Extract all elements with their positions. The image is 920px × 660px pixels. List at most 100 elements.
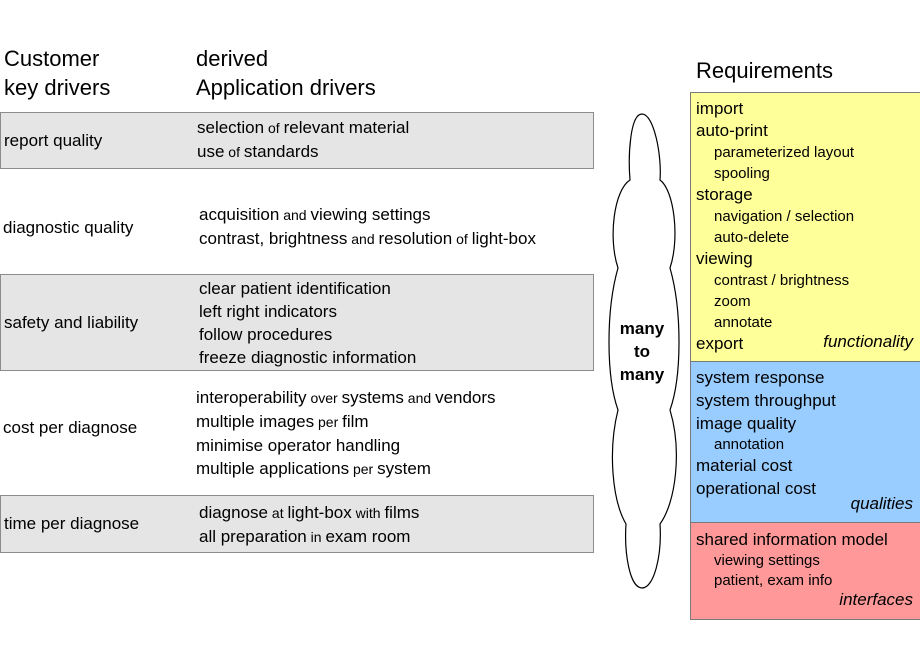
requirement-item: operational cost — [696, 479, 817, 498]
customer-driver-label: diagnostic quality — [3, 218, 134, 237]
driver-term: left right indicators — [199, 302, 337, 321]
driver-term: use — [197, 142, 225, 161]
functionality-category-label: functionality — [823, 332, 913, 351]
application-driver-line: follow procedures — [199, 323, 416, 346]
driver-term: systems — [341, 388, 404, 407]
driver-term: standards — [243, 142, 319, 161]
application-driver-line: freeze diagnostic information — [199, 346, 416, 369]
customer-driver-label: safety and liability — [4, 312, 139, 332]
requirement-item: image quality — [696, 414, 797, 433]
connector-word: with — [351, 505, 385, 521]
application-driver-line: clear patient identification — [199, 277, 416, 300]
requirement-subitem: viewing settings — [714, 552, 820, 569]
driver-term: viewing settings — [310, 205, 431, 224]
requirement-subitem: annotate — [714, 314, 773, 331]
requirement-items: import auto-print parameterized layout spoo… — [696, 98, 854, 355]
requirement-item: system response — [696, 368, 825, 387]
driver-term: selection — [197, 118, 265, 137]
interfaces-category-label: interfaces — [839, 590, 913, 609]
application-drivers-list: clear patient identification left right i… — [199, 277, 416, 369]
customer-header-line-2: key drivers — [4, 75, 111, 100]
requirement-item: import — [696, 99, 744, 118]
driver-term: light-box — [287, 503, 352, 522]
customer-driver-label: cost per diagnose — [3, 417, 138, 437]
application-driver-line: selection of relevant material — [197, 116, 409, 140]
connector-word: and — [347, 231, 379, 247]
driver-term: all preparation — [199, 527, 307, 546]
driver-row-report-quality: report quality selection of relevant mat… — [0, 112, 594, 169]
connector-word: per — [349, 461, 378, 477]
connector-word: of — [224, 144, 244, 160]
driver-term: clear patient identification — [199, 279, 391, 298]
cloud-label-line: many — [619, 319, 665, 338]
driver-term: vendors — [435, 388, 496, 407]
requirement-item: system throughput — [696, 391, 836, 410]
cloud-outline — [608, 113, 680, 589]
driver-row-cost-per-diagnose: cost per diagnose interoperability over … — [0, 380, 594, 478]
driver-term: relevant material — [283, 118, 410, 137]
driver-term: contrast, brightness — [199, 229, 348, 248]
customer-driver-label: time per diagnose — [4, 514, 140, 533]
requirement-item: export — [696, 334, 744, 353]
driver-term: freeze diagnostic information — [199, 348, 417, 367]
application-drivers-list: interoperability over systems and vendor… — [196, 386, 496, 481]
driver-term: light-box — [471, 229, 536, 248]
derived-header-line-1: derived — [196, 46, 269, 71]
requirement-item: viewing — [696, 249, 753, 268]
connector-word: at — [268, 505, 288, 521]
connector-word: of — [452, 231, 472, 247]
application-driver-line: acquisition and viewing settings — [199, 203, 536, 227]
qualities-requirements-box: system response system throughput image qu… — [690, 361, 920, 523]
cloud-label-line: to — [633, 342, 651, 361]
requirement-items: shared information model viewing settings… — [696, 529, 888, 591]
application-driver-line: contrast, brightness and resolution of l… — [199, 227, 536, 251]
driver-row-safety-and-liability: safety and liability clear patient ident… — [0, 274, 594, 371]
driver-term: diagnose — [199, 503, 269, 522]
connector-word: in — [306, 529, 326, 545]
requirement-subitem: parameterized layout — [714, 144, 855, 161]
application-driver-line: multiple images per film — [196, 410, 496, 434]
requirement-subitem: contrast / brightness — [714, 272, 850, 289]
qualities-category-label: qualities — [850, 494, 913, 513]
driver-term: minimise operator handling — [196, 436, 401, 455]
driver-row-diagnostic-quality: diagnostic quality acquisition and viewi… — [0, 196, 594, 260]
driver-term: system — [377, 459, 431, 478]
application-driver-line: all preparation in exam room — [199, 525, 419, 549]
functionality-requirements-box: import auto-print parameterized layout spoo… — [690, 92, 920, 362]
driver-term: acquisition — [199, 205, 280, 224]
many-to-many-cloud — [608, 113, 680, 589]
many-to-many-label: many to many — [612, 317, 672, 386]
application-driver-line: diagnose at light-box with films — [199, 501, 419, 525]
requirement-subitem: annotation — [714, 436, 785, 453]
customer-header-line-1: Customer — [4, 46, 100, 71]
interfaces-requirements-box: shared information model viewing settings… — [690, 522, 920, 620]
connector-word: and — [403, 390, 436, 406]
connector-word: over — [306, 390, 342, 406]
requirement-subitem: patient, exam info — [714, 572, 833, 589]
requirement-subitem: zoom — [714, 293, 751, 310]
application-driver-line: use of standards — [197, 140, 409, 164]
connector-word: and — [279, 207, 311, 223]
application-driver-line: interoperability over systems and vendor… — [196, 386, 496, 410]
connector-word: of — [264, 120, 284, 136]
driver-term: interoperability — [196, 388, 307, 407]
requirement-item: shared information model — [696, 530, 888, 549]
driver-row-time-per-diagnose: time per diagnose diagnose at light-box … — [0, 495, 594, 553]
driver-term: resolution — [378, 229, 453, 248]
driver-term: film — [342, 412, 369, 431]
application-driver-line: multiple applications per system — [196, 457, 496, 481]
driver-term: follow procedures — [199, 325, 333, 344]
cloud-label-line: many — [619, 365, 665, 384]
driver-term: multiple images — [196, 412, 315, 431]
connector-word: per — [314, 414, 343, 430]
driver-term: exam room — [325, 527, 411, 546]
requirement-item: storage — [696, 185, 753, 204]
application-drivers-header: derived Application drivers — [196, 44, 376, 102]
requirement-subitem: spooling — [714, 165, 770, 182]
requirement-items: system response system throughput image qu… — [696, 366, 836, 500]
requirement-item: auto-print — [696, 121, 768, 140]
application-driver-line: minimise operator handling — [196, 434, 496, 457]
requirements-header: Requirements — [696, 58, 833, 83]
